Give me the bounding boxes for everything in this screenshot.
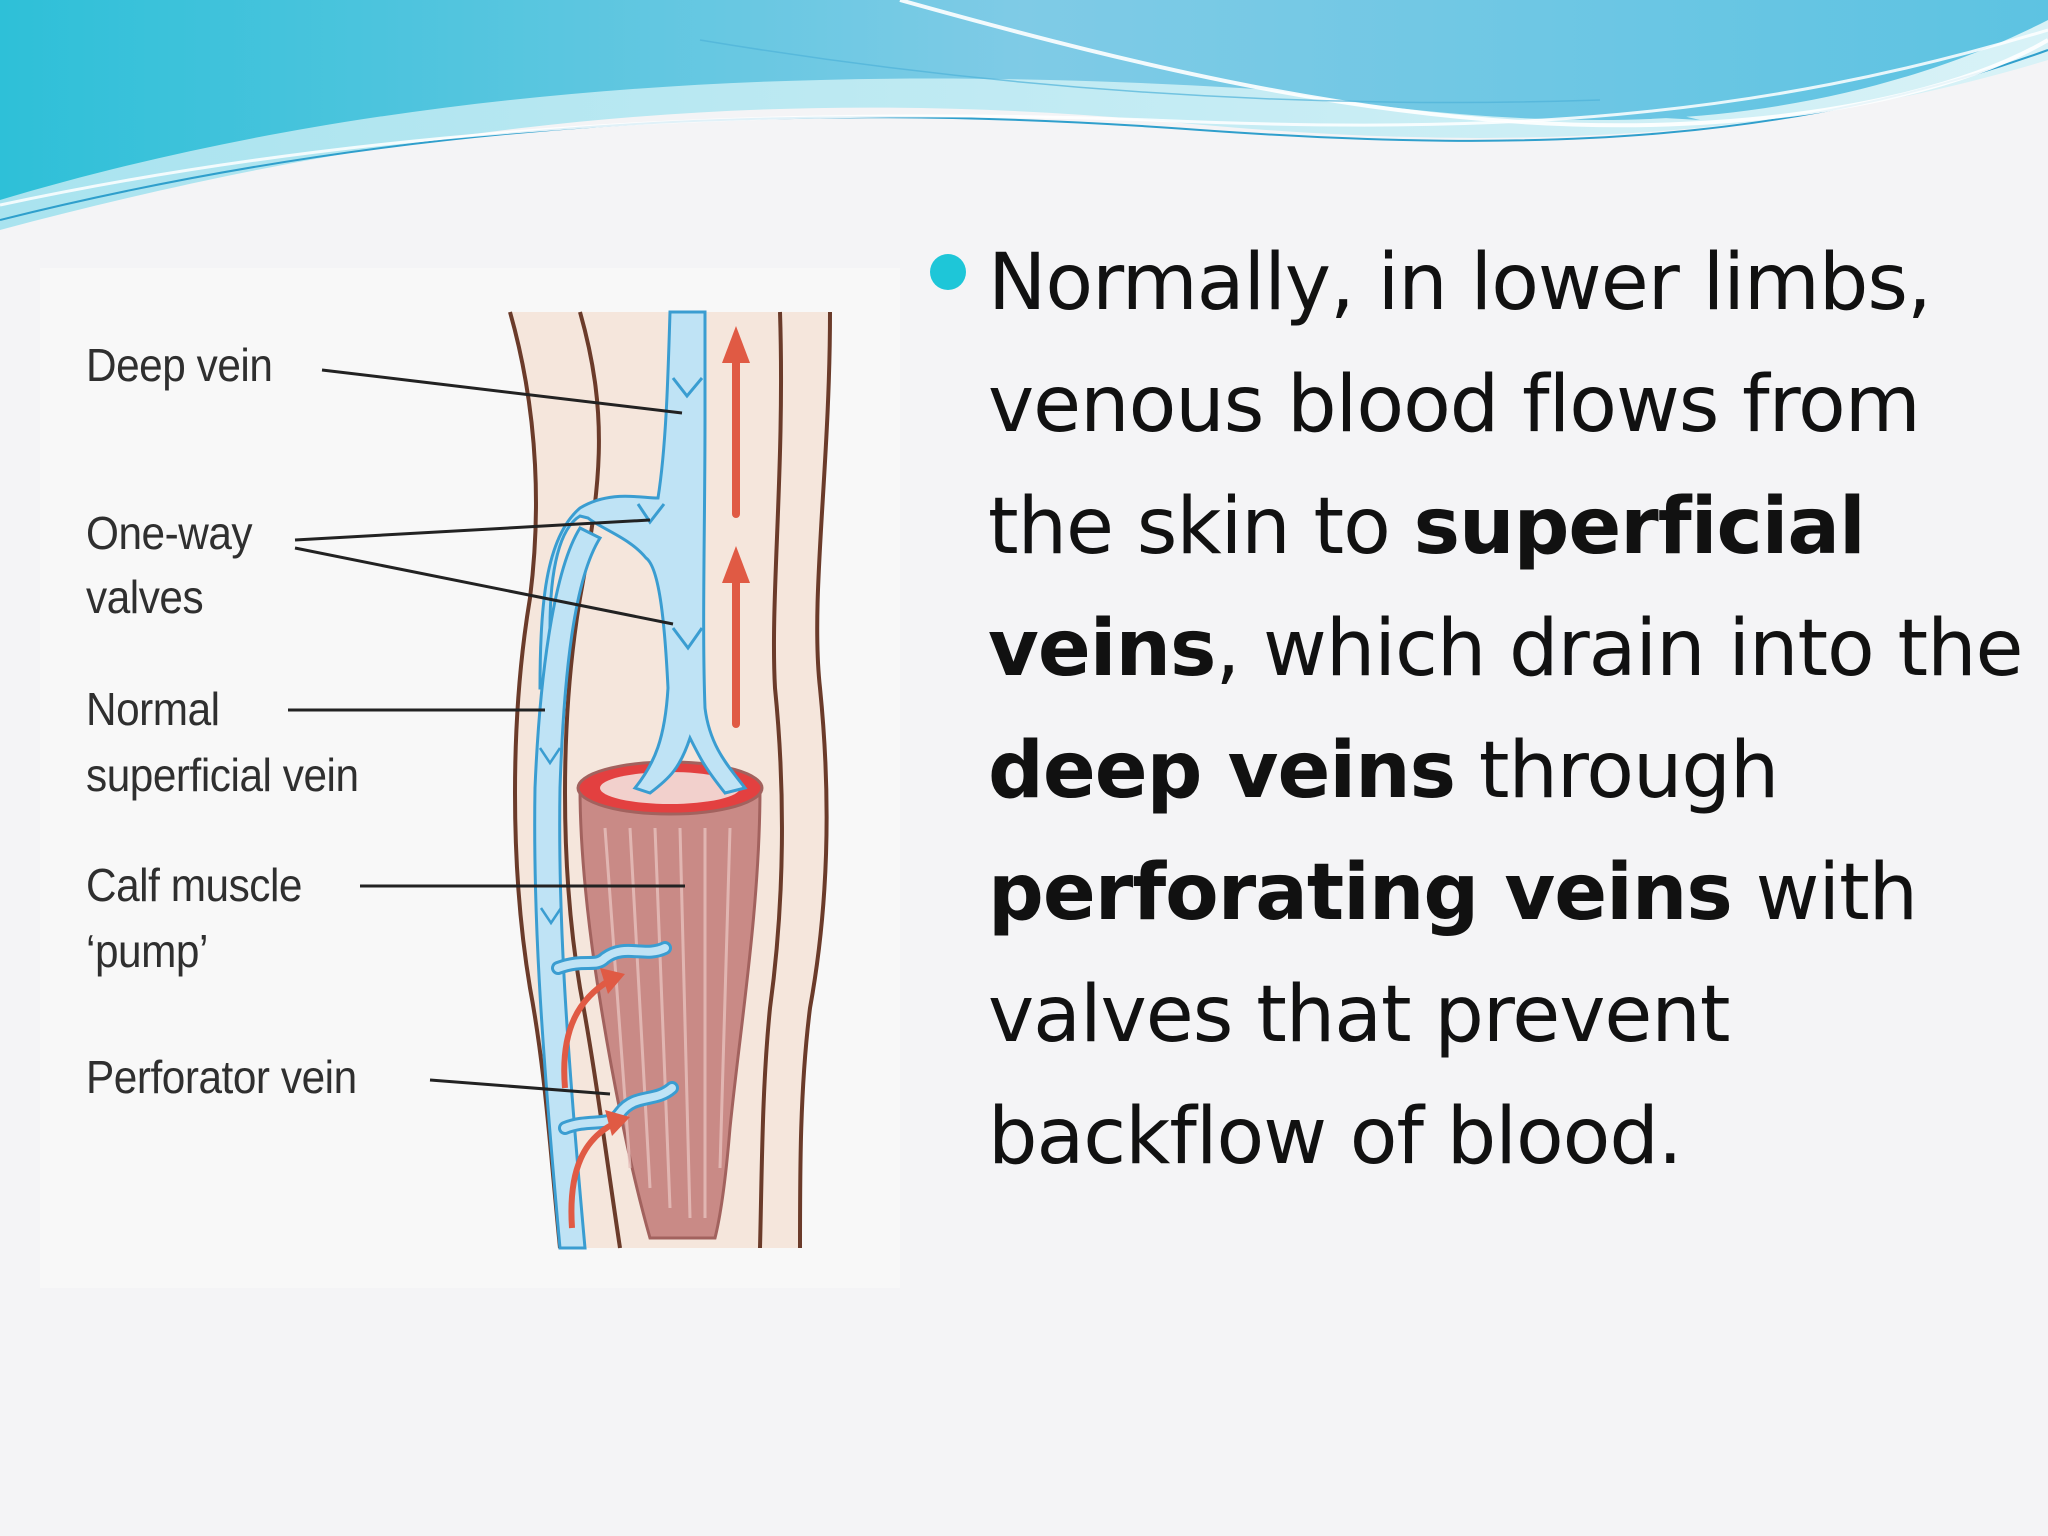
label-one-way-valves-line2: valves	[86, 571, 204, 623]
deep-vein-valve-2	[671, 627, 704, 651]
wave-front	[0, 0, 2048, 200]
leader-lines	[288, 368, 685, 1096]
perforator-vein-2-fill	[561, 1084, 676, 1132]
label-perforator-vein: Perforator vein	[86, 1051, 357, 1103]
wave-line-2	[0, 28, 2048, 207]
wave-line-3	[899, 0, 2048, 128]
label-normal-superficial-vein-line2: superficial vein	[86, 749, 359, 801]
deep-vein-valve-3	[636, 503, 666, 525]
deep-vein-valve-1	[671, 377, 704, 399]
term-perforating-veins: perforating veins	[988, 848, 1733, 938]
perforator-arrow-1	[561, 977, 612, 1089]
label-deep-vein: Deep vein	[86, 339, 273, 391]
bullet-text-part-1: Normally, in lower limbs, venous blood f…	[988, 238, 1932, 572]
label-calf-muscle-pump-line1: Calf muscle	[86, 859, 303, 911]
bullet-text-part-4: with valves that prevent backflow of blo…	[988, 848, 1918, 1182]
leg-inner-line-right	[758, 311, 784, 1249]
bullet-dot-icon	[930, 254, 966, 290]
label-one-way-valves-line1: One-way	[86, 507, 253, 559]
label-calf-muscle-pump-line2: ‘pump’	[86, 925, 208, 977]
calf-muscle	[578, 786, 762, 1240]
term-deep-veins: deep veins	[988, 726, 1456, 816]
leg-outline-left	[508, 311, 562, 1249]
superficial-valve-2	[539, 907, 563, 926]
wave-line-1	[0, 49, 2048, 221]
perforator-vein-1-fill	[554, 944, 669, 972]
bullet-text-part-2: , which drain into the	[1215, 604, 2023, 694]
wave-line-4	[699, 39, 1601, 104]
perforator-arrow-2	[568, 1120, 617, 1229]
leg-inner-line-left	[563, 311, 622, 1249]
flow-arrows	[722, 326, 750, 728]
perforator-arrow-1-head	[600, 968, 625, 994]
term-superficial-veins: superficial veins	[988, 482, 1866, 694]
deep-vein	[538, 310, 748, 795]
perforator-arrow-2-head	[605, 1110, 630, 1136]
vein-anatomy-diagram: Deep vein One-way valves Normal superfic…	[40, 268, 900, 1288]
leg-outline-right	[798, 311, 832, 1249]
muscle-top-inner	[600, 772, 740, 804]
muscle-fibers	[603, 827, 732, 1219]
bullet-text-part-3: through	[1455, 726, 1780, 816]
label-normal-superficial-vein-line1: Normal	[86, 683, 220, 735]
superficial-vein	[533, 526, 603, 1250]
bullet-text: Normally, in lower limbs, venous blood f…	[988, 222, 2028, 1198]
superficial-valve-1	[538, 747, 562, 766]
leg-illustration	[288, 310, 832, 1250]
header-wave-banner	[0, 0, 2048, 230]
